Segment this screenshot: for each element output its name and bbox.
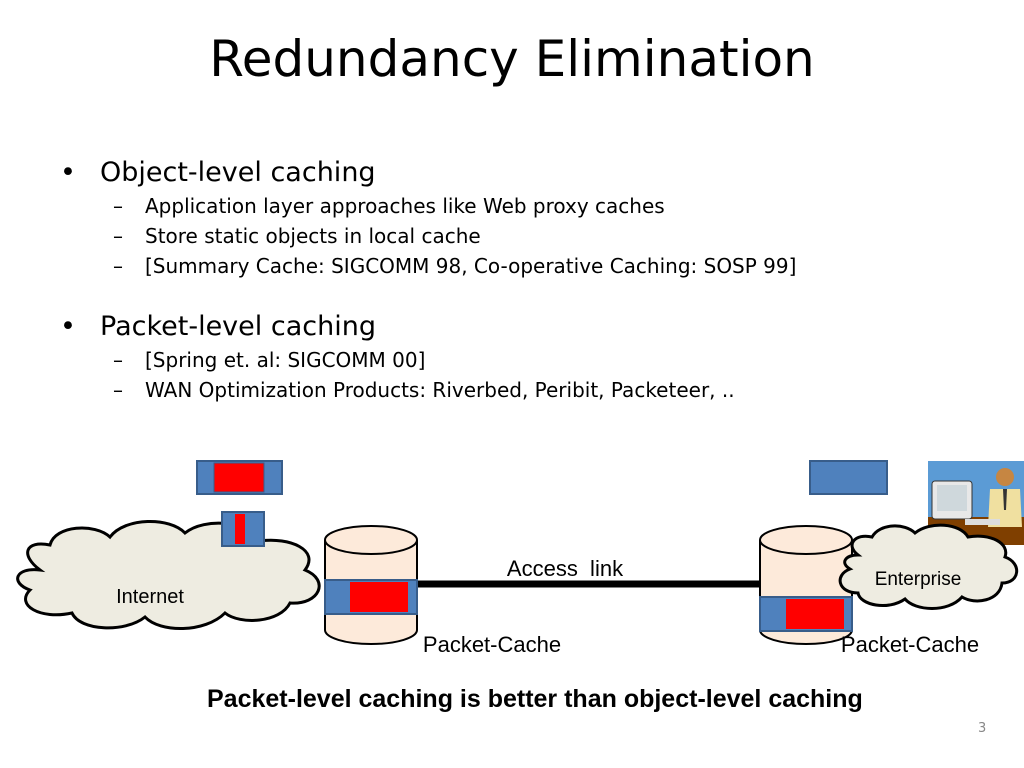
right-cache-label: Packet-Cache bbox=[841, 632, 979, 657]
sub-bullet-text: WAN Optimization Products: Riverbed, Per… bbox=[145, 378, 735, 402]
internet-label: Internet bbox=[116, 586, 184, 608]
bullet-dot: • bbox=[60, 311, 76, 342]
sub-bullet: – Application layer approaches like Web … bbox=[60, 191, 980, 221]
object-packet-small bbox=[221, 511, 265, 547]
sub-bullet: – WAN Optimization Products: Riverbed, P… bbox=[60, 375, 980, 405]
sub-bullet-text: [Spring et. al: SIGCOMM 00] bbox=[145, 348, 426, 372]
monitor-screen bbox=[937, 485, 967, 511]
cached-payload bbox=[350, 582, 408, 612]
keyboard bbox=[965, 519, 1000, 525]
sub-bullet-text: Store static objects in local cache bbox=[145, 224, 481, 248]
object-packet-large bbox=[196, 460, 283, 495]
packet-payload bbox=[235, 514, 245, 544]
bullet-list: • Object-level caching – Application lay… bbox=[60, 155, 980, 405]
sub-bullet: – [Spring et. al: SIGCOMM 00] bbox=[60, 345, 980, 375]
sub-bullet-text: Application layer approaches like Web pr… bbox=[145, 194, 665, 218]
cloud-shape bbox=[16, 520, 321, 630]
head bbox=[996, 468, 1014, 486]
dash: – bbox=[113, 254, 123, 278]
right-packet-cache bbox=[759, 525, 853, 645]
cylinder-top bbox=[324, 525, 418, 555]
network-diagram: Internet Access link Packet-Cache bbox=[0, 455, 1024, 665]
access-link-label: Access link bbox=[507, 556, 624, 581]
cloud-shape bbox=[838, 523, 1019, 610]
delivered-packet bbox=[809, 460, 888, 495]
enterprise-cloud: Enterprise bbox=[838, 523, 1019, 610]
internet-cloud: Internet bbox=[16, 520, 321, 630]
dash: – bbox=[113, 224, 123, 248]
dash: – bbox=[113, 348, 123, 372]
bullet-packet-level: • Packet-level caching bbox=[60, 309, 980, 345]
enterprise-label: Enterprise bbox=[875, 569, 962, 590]
packet-payload bbox=[213, 462, 265, 493]
bullet-text: Object-level caching bbox=[100, 157, 376, 188]
tie bbox=[1003, 489, 1007, 510]
slide-title: Redundancy Elimination bbox=[209, 30, 815, 88]
sub-bullet: – [Summary Cache: SIGCOMM 98, Co-operati… bbox=[60, 251, 980, 281]
sub-bullet-text: [Summary Cache: SIGCOMM 98, Co-operative… bbox=[145, 254, 797, 278]
conclusion-caption: Packet-level caching is better than obje… bbox=[207, 685, 863, 713]
bullet-dot: • bbox=[60, 157, 76, 188]
sub-bullet: – Store static objects in local cache bbox=[60, 221, 980, 251]
left-packet-cache bbox=[324, 525, 418, 645]
diagram-svg: Internet Access link Packet-Cache bbox=[16, 460, 1024, 657]
left-cache-label: Packet-Cache bbox=[423, 632, 561, 657]
bullet-text: Packet-level caching bbox=[100, 311, 376, 342]
cached-payload bbox=[786, 599, 844, 629]
dash: – bbox=[113, 378, 123, 402]
cylinder-top bbox=[759, 525, 853, 555]
page-number: 3 bbox=[978, 721, 987, 736]
dash: – bbox=[113, 194, 123, 218]
bullet-object-level: • Object-level caching bbox=[60, 155, 980, 191]
